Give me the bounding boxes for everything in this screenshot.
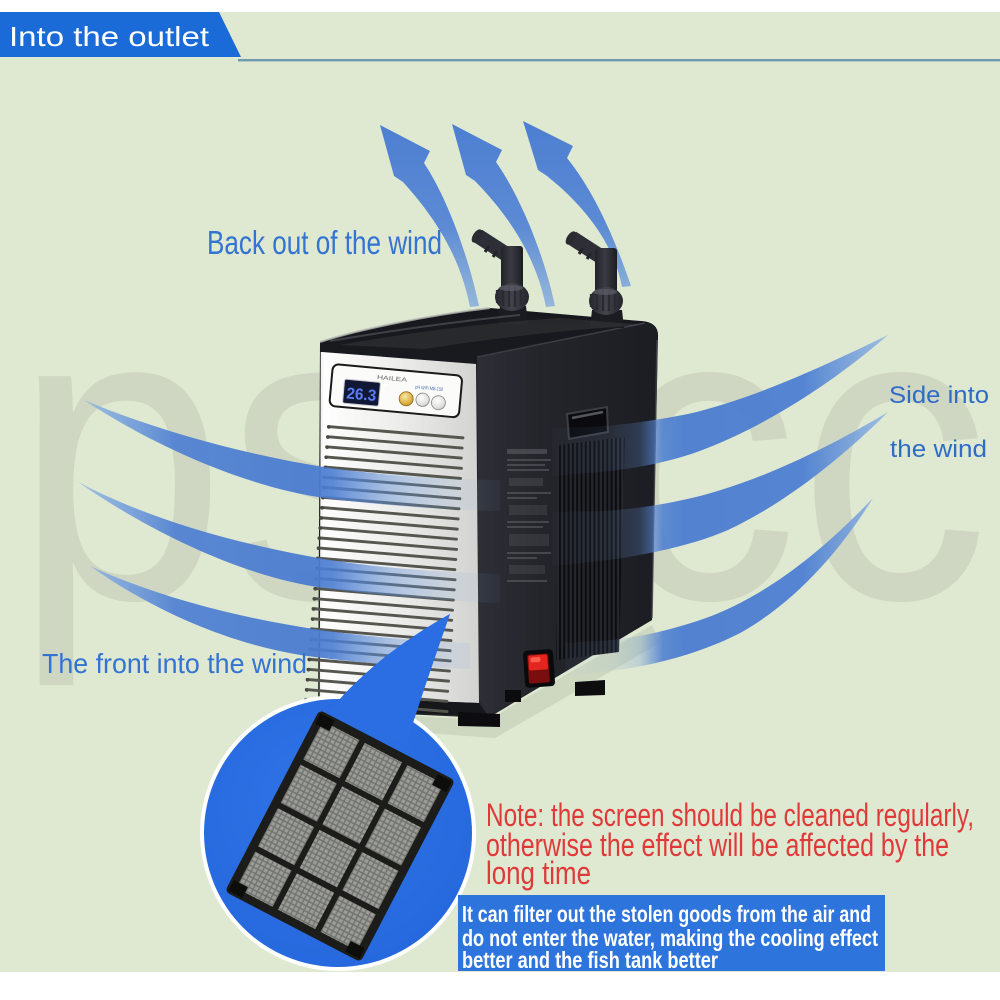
svg-text:Back out of the wind: Back out of the wind — [207, 224, 442, 261]
svg-text:long time: long time — [486, 855, 591, 891]
svg-text:Note: the screen should be cle: Note: the screen should be cleaned regul… — [486, 797, 974, 833]
svg-text:It can filter out the stolen g: It can filter out the stolen goods from … — [462, 901, 871, 927]
svg-text:Into the outlet: Into the outlet — [9, 21, 209, 52]
svg-text:otherwise the effect will be a: otherwise the effect will be affected by… — [486, 827, 949, 863]
svg-text:Side into: Side into — [889, 382, 989, 409]
svg-text:HAILEA: HAILEA — [377, 375, 407, 384]
svg-text:the wind: the wind — [890, 436, 987, 463]
svg-text:The front into the wind: The front into the wind — [42, 648, 307, 679]
svg-text:pH WiFi MB-150: pH WiFi MB-150 — [415, 385, 444, 394]
svg-text:do not enter the water, making: do not enter the water, making the cooli… — [462, 925, 878, 951]
svg-text:better and the fish tank bette: better and the fish tank better — [462, 947, 718, 973]
svg-text:26.3: 26.3 — [346, 385, 378, 405]
